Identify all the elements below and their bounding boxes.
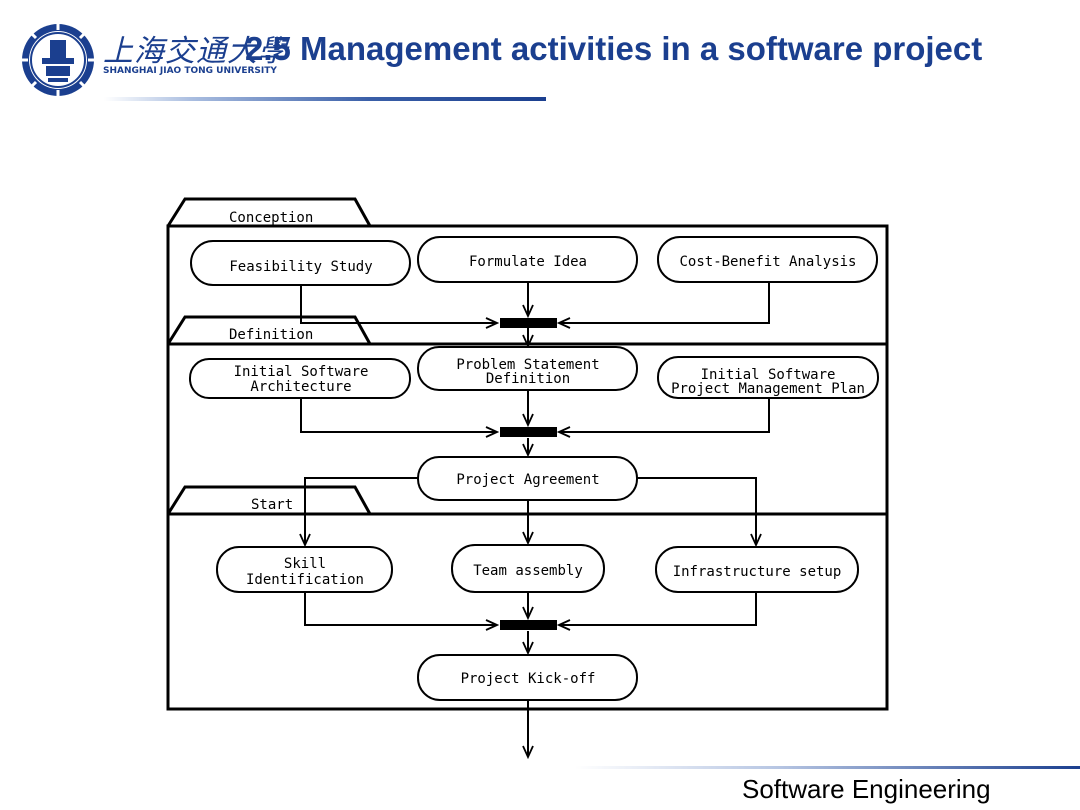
package-conception: Conception — [166, 197, 372, 227]
activity-problem-statement-definition — [417, 346, 638, 391]
activity-infrastructure-setup — [655, 546, 859, 593]
sync-bar-2 — [500, 427, 557, 437]
activity-formulate-idea — [417, 236, 638, 283]
label-formulate-idea: Formulate Idea — [469, 254, 587, 270]
label-initial-spmp-1: Initial Software — [701, 367, 836, 383]
activity-initial-spmp — [657, 356, 879, 399]
footer-course-name: Software Engineering — [742, 774, 991, 804]
edge-infra-sync3 — [559, 592, 757, 625]
edge-agreement-skill — [305, 477, 419, 545]
edge-agreement-infra — [637, 477, 756, 545]
label-infrastructure-setup: Infrastructure setup — [673, 564, 842, 580]
label-skill-identification-1: Skill — [284, 556, 326, 572]
sync-bar-1 — [500, 318, 557, 328]
label-problem-statement-2: Definition — [486, 371, 570, 387]
label-team-assembly: Team assembly — [473, 563, 583, 579]
package-label-definition: Definition — [229, 327, 313, 343]
title-underline — [104, 97, 546, 101]
activity-cost-benefit-analysis — [657, 236, 878, 283]
activity-feasibility-study — [190, 240, 411, 286]
footer-divider — [575, 766, 1080, 769]
slide-title: 2.5 Management activities in a software … — [245, 30, 983, 67]
label-cost-benefit-analysis: Cost-Benefit Analysis — [679, 254, 856, 270]
edge-skill-sync3 — [304, 592, 497, 625]
university-name-english: SHANGHAI JIAO TONG UNIVERSITY — [103, 66, 277, 76]
activity-project-kick-off — [417, 654, 638, 701]
package-start: Start — [166, 485, 372, 515]
label-initial-spmp-2: Project Management Plan — [671, 381, 865, 397]
edge-costbenefit-sync1 — [559, 282, 770, 323]
activity-team-assembly — [451, 544, 605, 593]
label-problem-statement-1: Problem Statement — [456, 357, 599, 373]
package-label-start: Start — [251, 497, 293, 513]
edge-initspmp-sync2 — [559, 398, 770, 432]
label-project-kick-off: Project Kick-off — [461, 671, 596, 687]
university-name-chinese: 上海交通大學 — [103, 34, 289, 69]
package-definition: Definition — [166, 315, 372, 345]
label-skill-identification-2: Identification — [246, 572, 364, 588]
edges — [300, 282, 770, 757]
sync-bar-3 — [500, 620, 557, 630]
edge-feasibility-sync1 — [300, 285, 497, 323]
label-feasibility-study: Feasibility Study — [229, 259, 372, 275]
activity-project-agreement — [417, 456, 638, 501]
label-initial-software-architecture-2: Architecture — [250, 379, 351, 395]
activity-initial-software-architecture — [189, 358, 411, 399]
label-project-agreement: Project Agreement — [456, 472, 599, 488]
label-initial-software-architecture-1: Initial Software — [234, 364, 369, 380]
activity-skill-identification — [216, 546, 393, 593]
university-seal-logo — [22, 24, 94, 96]
package-label-conception: Conception — [229, 210, 313, 226]
edge-initarch-sync2 — [300, 397, 497, 432]
